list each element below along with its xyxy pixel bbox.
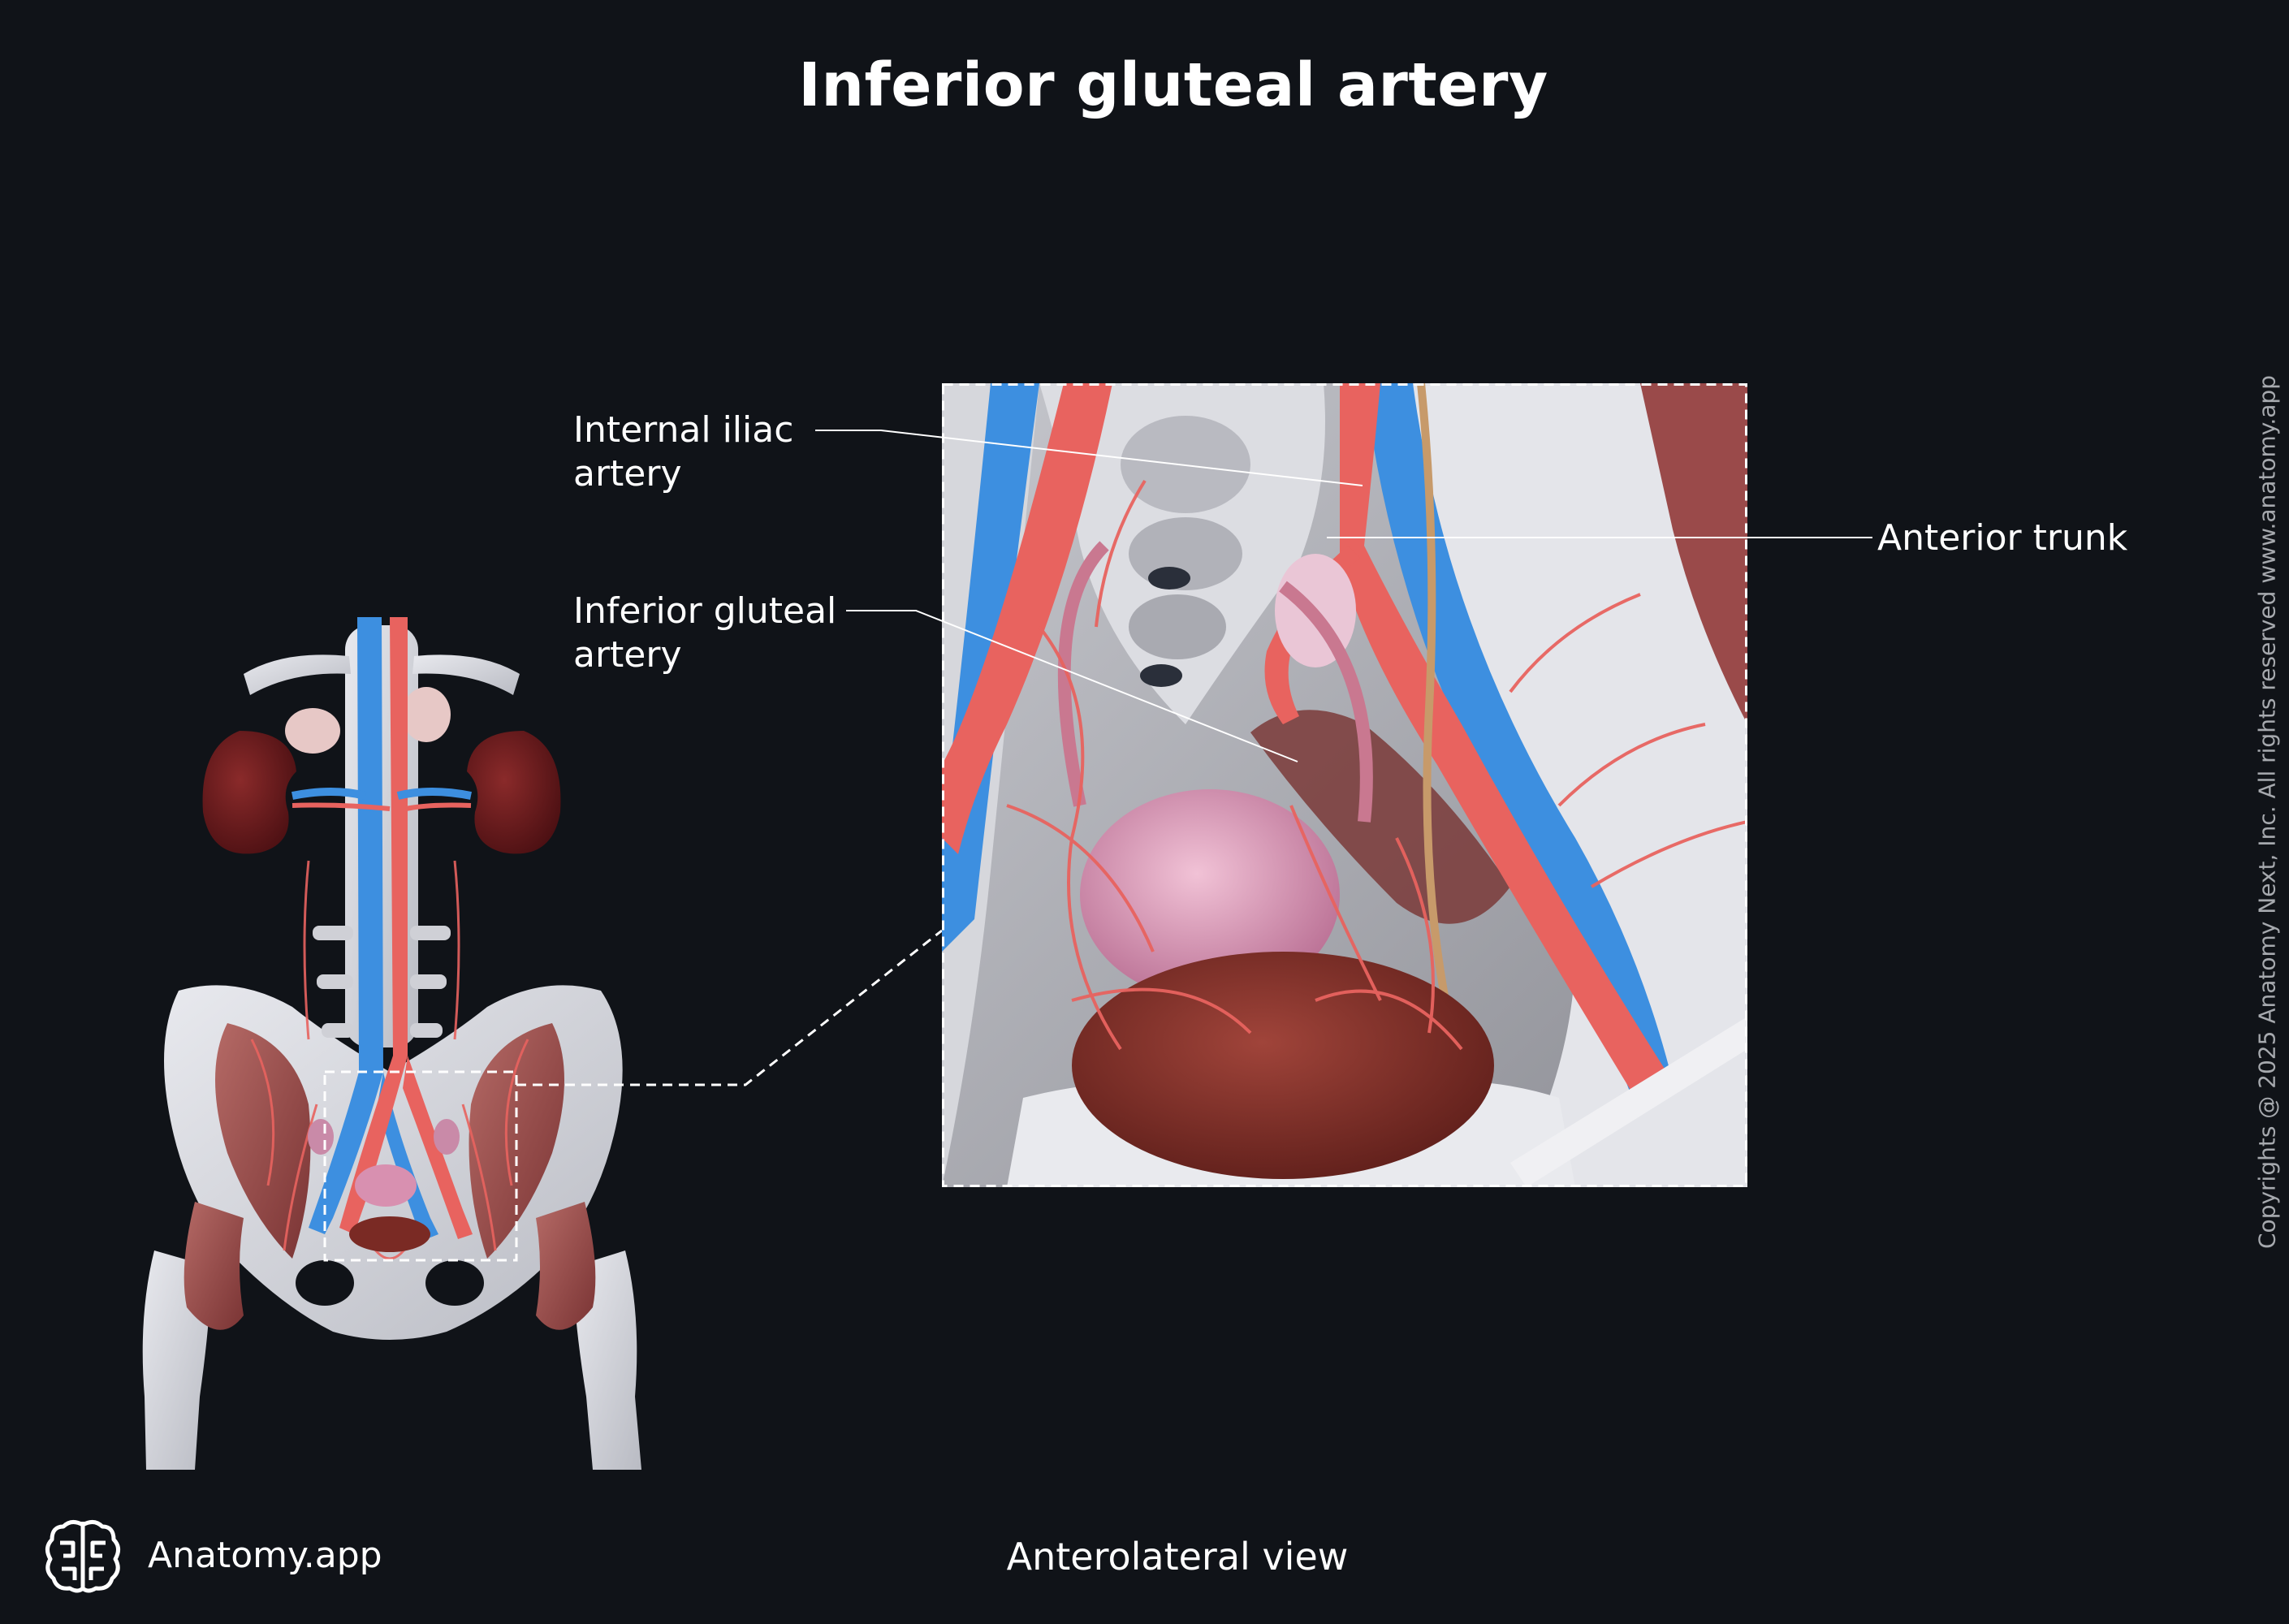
label-anterior-trunk: Anterior trunk xyxy=(1877,517,2128,559)
view-caption: Anterolateral view xyxy=(1006,1535,1349,1579)
label-line: Inferior gluteal xyxy=(573,590,837,632)
label-line: artery xyxy=(573,634,682,676)
label-line: artery xyxy=(573,453,682,495)
brain-logo-icon xyxy=(45,1520,120,1593)
label-inferior-gluteal-artery: Inferior gluteal artery xyxy=(573,590,836,677)
copyright-text: Copyrights @ 2025 Anatomy Next, Inc. All… xyxy=(2253,375,2281,1249)
pelvis-overview-illustration xyxy=(142,617,641,1470)
label-internal-iliac-artery: Internal iliac artery xyxy=(573,408,793,496)
leader-inferior-gluteal xyxy=(846,610,1298,762)
zoomed-pelvis-illustration xyxy=(942,383,1747,1187)
brand-name: Anatomy.app xyxy=(148,1535,382,1576)
page-title: Inferior gluteal artery xyxy=(798,50,1548,120)
label-line: Internal iliac xyxy=(573,409,794,451)
leader-internal-iliac xyxy=(815,430,1363,486)
